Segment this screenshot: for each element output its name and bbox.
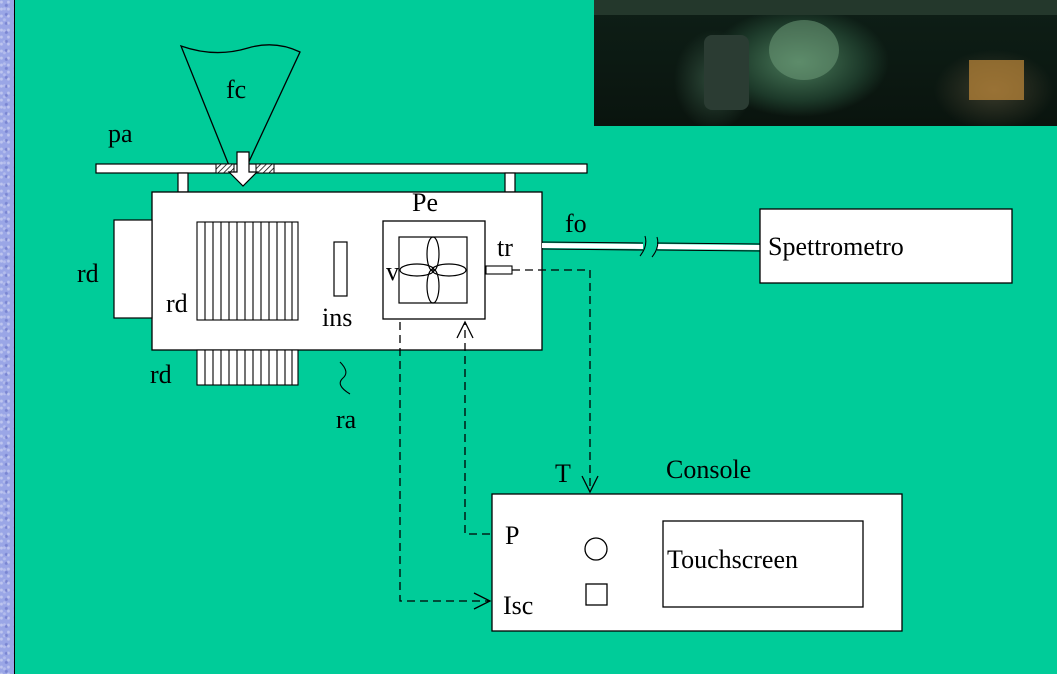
fan-frame xyxy=(399,237,467,303)
label-ra: ra xyxy=(336,405,357,434)
label-pa: pa xyxy=(108,119,133,148)
insulation-slot xyxy=(334,242,347,296)
label-fo: fo xyxy=(565,209,587,238)
plate-support-left xyxy=(178,173,188,192)
label-tr: tr xyxy=(497,233,513,262)
plate-window-right xyxy=(256,164,274,173)
current-indicator xyxy=(586,584,607,605)
label-fc: fc xyxy=(226,75,246,104)
label-isc: Isc xyxy=(503,591,533,620)
touchscreen-label: Touchscreen xyxy=(667,545,798,574)
radiator-inner xyxy=(197,222,298,320)
label-p: P xyxy=(505,521,519,550)
spectrometer-label: Spettrometro xyxy=(768,232,904,261)
label-rd-bottom: rd xyxy=(150,360,172,389)
label-pe: Pe xyxy=(412,188,438,217)
radiator-bottom xyxy=(197,350,298,385)
label-rd-inner: rd xyxy=(166,289,188,318)
ra-pointer xyxy=(340,362,350,394)
label-v: v xyxy=(386,257,399,286)
plate xyxy=(96,164,587,173)
radiator-left xyxy=(114,220,152,318)
plate-support-right xyxy=(505,173,515,192)
current-signal-line xyxy=(400,322,490,601)
label-t: T xyxy=(555,459,571,488)
optical-fiber xyxy=(542,236,760,257)
label-ins: ins xyxy=(322,303,352,332)
power-signal-line xyxy=(465,322,490,534)
transducer xyxy=(486,266,512,274)
console-label: Console xyxy=(666,455,751,484)
fiber-cone xyxy=(181,45,300,168)
power-indicator xyxy=(585,538,607,560)
label-rd-left: rd xyxy=(77,259,99,288)
